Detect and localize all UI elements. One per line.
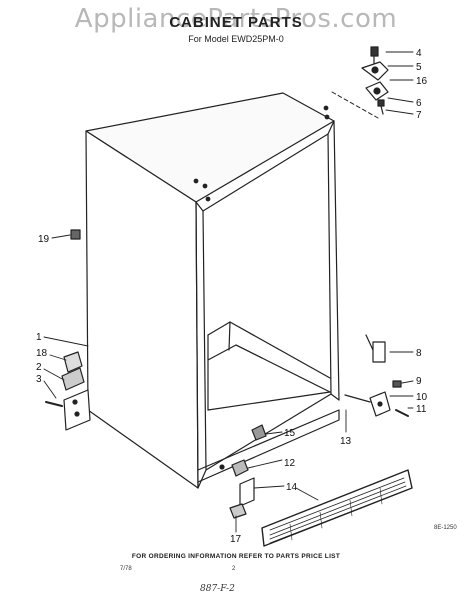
callout-10: 10	[416, 392, 428, 403]
callout-16: 16	[416, 76, 428, 87]
callout-5: 5	[416, 62, 422, 73]
callout-8: 8	[416, 348, 422, 359]
footer-date: 7/78	[120, 566, 132, 572]
top-hinge-assembly	[361, 46, 389, 115]
callout-1: 1	[36, 332, 42, 343]
callout-7: 7	[416, 110, 422, 121]
callout-2: 2	[36, 362, 42, 373]
callout-11: 11	[416, 404, 427, 415]
callout-labels: 4 5 16 6 7 19 1 18 2 3 8 9 10 11 13 15 1…	[36, 48, 428, 545]
model-subtitle: For Model EWD25PM-0	[188, 34, 284, 44]
handwritten-note: 887-F-2	[200, 584, 235, 594]
page-title: CABINET PARTS	[169, 14, 303, 31]
callout-15: 15	[284, 428, 296, 439]
callout-9: 9	[416, 376, 422, 387]
part-19-plug	[70, 229, 81, 240]
callout-17: 17	[230, 534, 242, 545]
callout-12: 12	[284, 458, 296, 469]
front-hardware	[219, 424, 267, 519]
callout-4: 4	[416, 48, 422, 59]
footer-page-number: 2	[232, 566, 236, 572]
callout-13: 13	[340, 436, 352, 447]
front-grille	[261, 469, 413, 547]
right-lower-hardware	[344, 334, 409, 417]
diagram-code: 8E-1250	[434, 525, 457, 531]
bottom-left-hinge	[45, 351, 91, 431]
callout-3: 3	[36, 374, 42, 385]
callout-18: 18	[36, 348, 48, 359]
callout-14: 14	[286, 482, 298, 493]
ordering-footer: FOR ORDERING INFORMATION REFER TO PARTS …	[131, 553, 341, 560]
leader-lines	[43, 51, 414, 533]
watermark: AppliancePartsPros.com	[74, 4, 398, 34]
callout-19: 19	[38, 234, 50, 245]
cabinet-shell	[85, 92, 340, 489]
callout-6: 6	[416, 98, 422, 109]
